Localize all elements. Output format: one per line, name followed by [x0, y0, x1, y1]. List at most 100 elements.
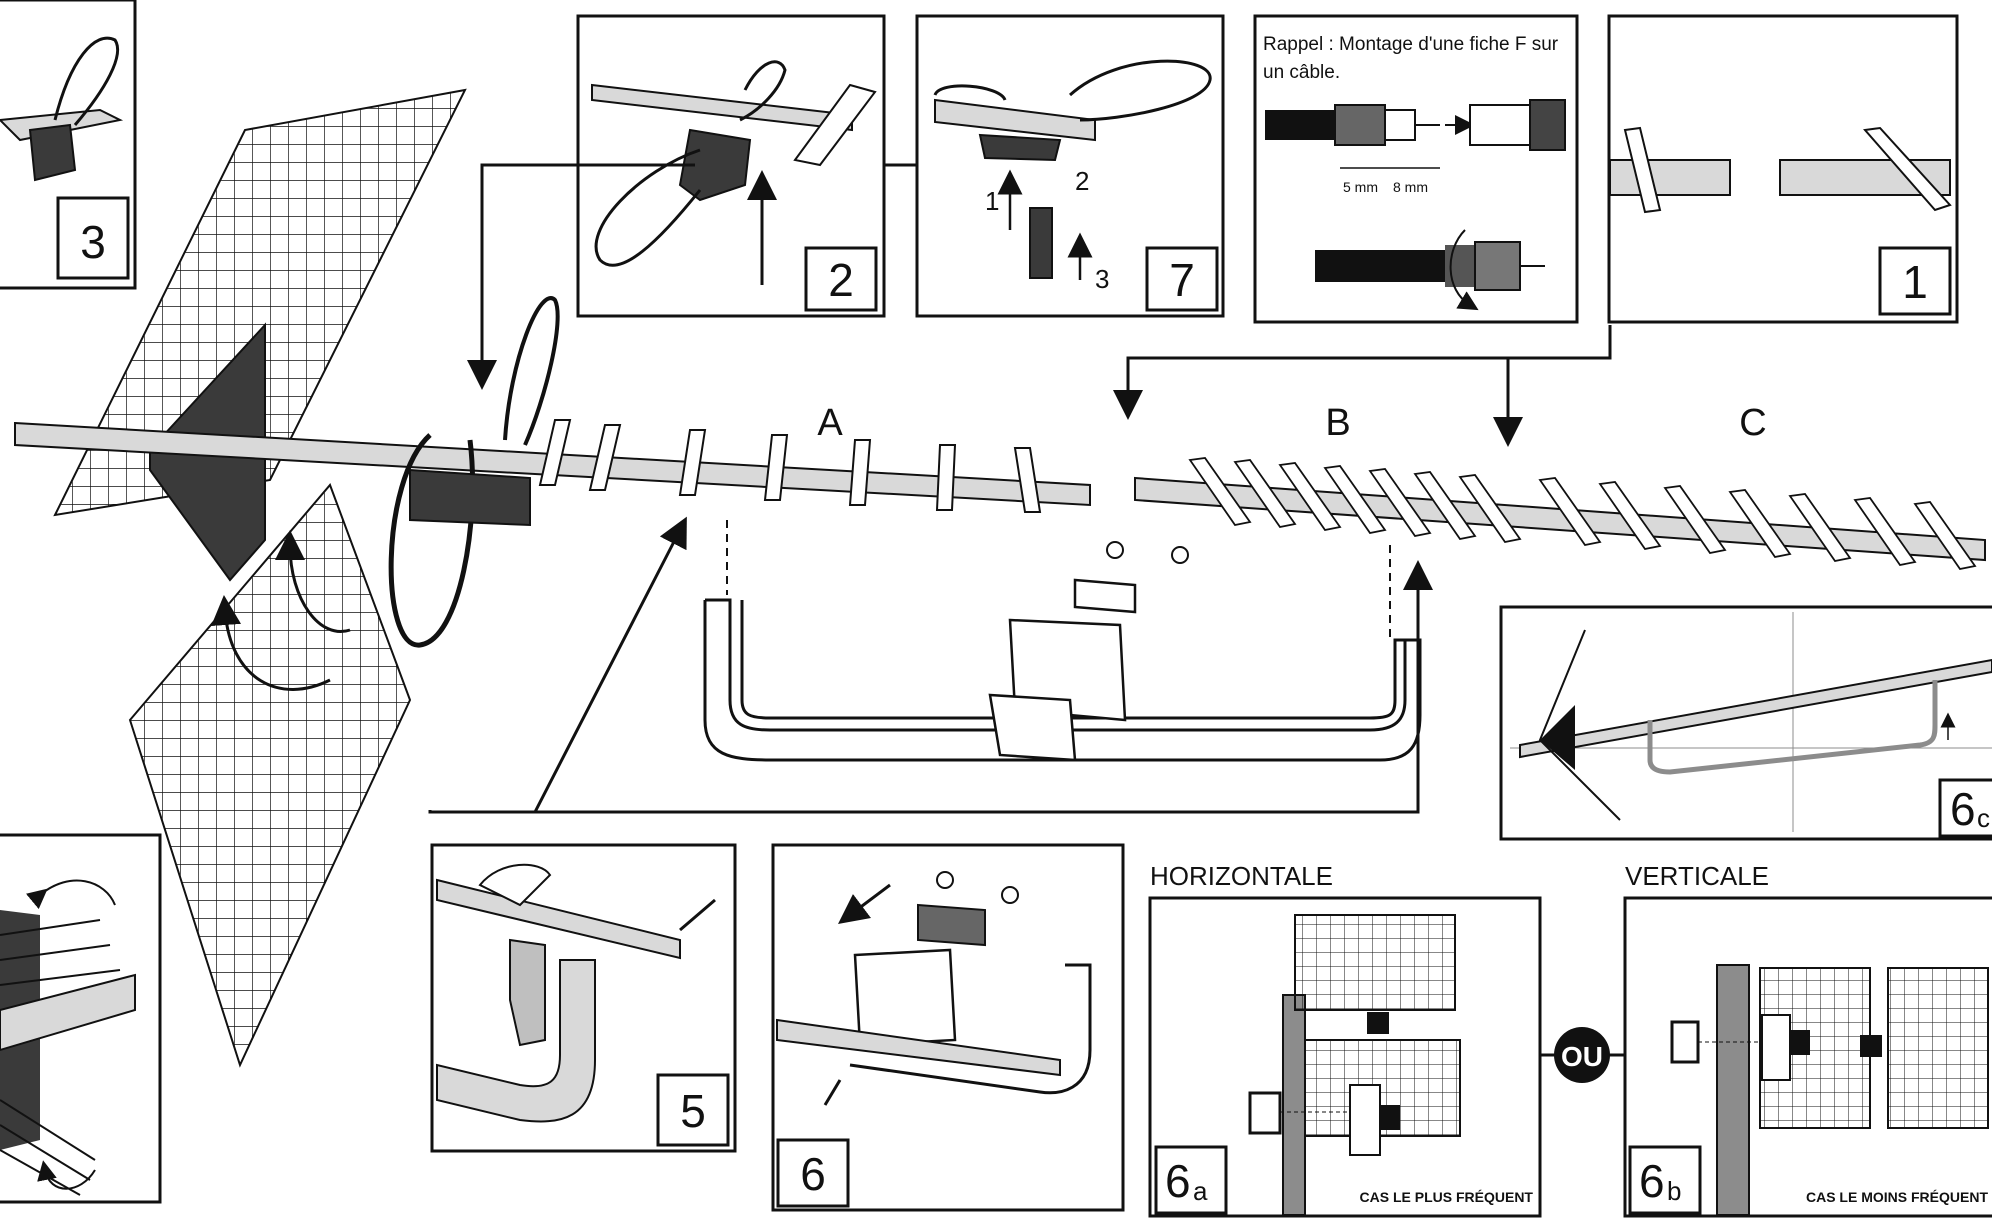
mast [1716, 964, 1750, 1216]
clamp-block [1349, 1084, 1381, 1156]
panel-6b-suffix: b [1667, 1176, 1681, 1206]
panel-6-number: 6 [800, 1148, 826, 1200]
u-bracket [849, 963, 1092, 1095]
panel-7: 1 2 3 7 [915, 14, 1225, 318]
section-c-label: C [1739, 402, 1766, 444]
callout-arrow-panel-5 [428, 516, 687, 814]
element-blade [793, 83, 877, 167]
cable-jacket [1265, 110, 1335, 140]
panel-6b-number: 6 [1639, 1155, 1665, 1207]
boom-segment [436, 878, 681, 960]
panel-1-number: 1 [1902, 256, 1928, 308]
panel-6a-number: 6 [1165, 1155, 1191, 1207]
bracket-plate [509, 938, 546, 1047]
panel-3-number: 3 [80, 216, 106, 268]
panel-6b: VERTICALE 6 b CAS LE MOINS FRÉQUENT [1623, 861, 1992, 1218]
step-3-label: 3 [1095, 264, 1109, 294]
boom-segment [776, 1018, 1061, 1077]
wing-nut [936, 871, 954, 889]
panel-6a: HORIZONTALE 6 a CAS LE PLUS FRÉQUENT [1148, 861, 1542, 1218]
wing-nut [1171, 546, 1189, 564]
mast-clamp-plate [1008, 618, 1127, 722]
clamp-block [28, 123, 77, 182]
tilted-boom [1519, 658, 1992, 759]
panel-6a-caption: CAS LE PLUS FRÉQUENT [1360, 1189, 1534, 1205]
rotate-arrow [1449, 229, 1479, 311]
panel-4 [0, 833, 162, 1204]
panel-6b-heading: VERTICALE [1625, 861, 1769, 891]
callout-arrow-panel-1 [1113, 325, 1612, 420]
u-bracket [705, 598, 1407, 732]
clamp-jaw [1073, 578, 1137, 614]
panel-5-number: 5 [680, 1085, 706, 1137]
ou-label: OU [1561, 1041, 1603, 1072]
clamp-jaw [917, 903, 986, 947]
boom-segment [0, 973, 136, 1052]
step-2-label: 2 [1075, 166, 1089, 196]
main-antenna: A B C [14, 88, 1986, 1068]
directors-bc [1188, 457, 1977, 570]
panel-3: 3 [0, 0, 137, 290]
mast [1282, 994, 1306, 1216]
directors-a [538, 419, 1042, 513]
rappel-text-line2: un câble. [1263, 62, 1340, 83]
reflector-grid [1294, 914, 1456, 1011]
ou-badge: OU [1540, 1027, 1625, 1083]
dipole-loop [594, 148, 702, 267]
f-plug [1469, 104, 1531, 146]
boom-segment [591, 83, 853, 132]
callout-arrow-panel-2 [467, 163, 695, 390]
element-blade [478, 863, 552, 907]
step-1-label: 1 [985, 186, 999, 216]
boom-segment-a [1609, 159, 1731, 196]
panel-6: 6 [771, 843, 1125, 1212]
section-b-label: B [1325, 402, 1350, 444]
wing-nut [1001, 886, 1019, 904]
panel-6c: 6 c [1499, 605, 1992, 841]
boom-segment [934, 98, 1096, 142]
panel-6c-suffix: c [1977, 803, 1990, 833]
dipole-box [1367, 1012, 1389, 1034]
panel-6a-heading: HORIZONTALE [1150, 861, 1333, 891]
mast-clamp-plate [853, 948, 957, 1047]
f-plug-mounted [1474, 241, 1521, 291]
panel-7-number: 7 [1169, 254, 1195, 306]
panel-6b-caption: CAS LE MOINS FRÉQUENT [1806, 1189, 1988, 1205]
cable-jacket [1315, 250, 1445, 282]
section-a-label: A [817, 402, 843, 444]
dipole-loop [53, 36, 120, 126]
element-blade [1863, 126, 1952, 212]
panel-6a-suffix: a [1193, 1176, 1208, 1206]
dim-5mm: 5 mm [1343, 179, 1378, 195]
screw [823, 1079, 842, 1106]
element-blade [1623, 126, 1662, 214]
mast-bracket-assembly [428, 516, 1433, 814]
antenna-end [1248, 1091, 1282, 1135]
panel-6c-number: 6 [1950, 783, 1976, 835]
clamp-block [678, 128, 752, 202]
screw [679, 898, 716, 932]
panel-2-number: 2 [828, 254, 854, 306]
antenna-end [1670, 1020, 1700, 1064]
callout-arrow-bracket [430, 560, 1433, 814]
f-connector [1029, 207, 1053, 279]
dipole-box [409, 468, 531, 527]
cable-braid [1334, 104, 1386, 146]
fold-arrow [211, 595, 331, 691]
rappel-panel: Rappel : Montage d'une fiche F sur un câ… [1253, 14, 1579, 324]
tilted-bracket [1647, 680, 1938, 775]
clamp-block [978, 133, 1062, 162]
fold-arrow [275, 530, 351, 633]
reflector-grid-lower [128, 483, 412, 1068]
direction-arrow [838, 883, 891, 924]
reflector-grid [1887, 967, 1989, 1129]
panel-5: 5 [430, 843, 737, 1153]
u-bracket-end [436, 959, 596, 1123]
dipole-loop [388, 433, 476, 648]
dipole-box [1860, 1035, 1882, 1057]
dipole-loop [1068, 59, 1212, 122]
wing-nut [1106, 541, 1124, 559]
rappel-text-line1: Rappel : Montage d'une fiche F sur [1263, 34, 1559, 55]
clamp-block [1761, 1014, 1791, 1081]
